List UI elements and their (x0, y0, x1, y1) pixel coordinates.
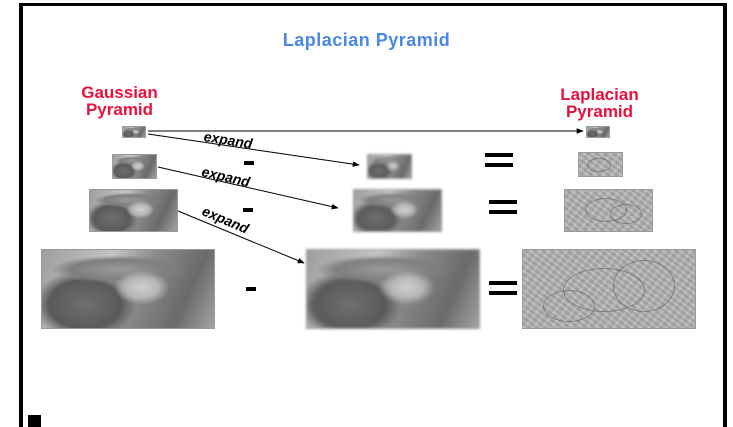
expanded-level-2-image (367, 154, 412, 179)
minus-sign-row-3 (246, 287, 256, 291)
gaussian-level-2-image (112, 154, 157, 179)
gaussian-heading-line-1: Gaussian (81, 83, 158, 102)
laplacian-level-3-image (586, 126, 610, 138)
gaussian-pyramid-heading: Gaussian Pyramid (62, 84, 177, 118)
equals-sign-row-1 (485, 153, 513, 167)
laplacian-heading-line-1: Laplacian (560, 85, 639, 104)
corner-mark (28, 415, 41, 427)
gaussian-level-0-image (41, 249, 215, 329)
gaussian-level-3-image (122, 126, 146, 138)
minus-sign-row-1 (244, 161, 254, 165)
expanded-level-0-image (306, 249, 480, 329)
laplacian-heading-line-2: Pyramid (565, 102, 634, 121)
equals-sign-row-3 (489, 281, 517, 295)
minus-sign-row-2 (243, 208, 253, 212)
laplacian-level-0-image (522, 249, 696, 329)
gaussian-heading-line-2: Pyramid (85, 100, 154, 119)
gaussian-level-1-image (89, 189, 178, 232)
laplacian-pyramid-heading: Laplacian Pyramid (542, 86, 657, 120)
slide-title: Laplacian Pyramid (282, 30, 451, 50)
laplacian-level-2-image (578, 152, 623, 177)
equals-sign-row-2 (489, 200, 517, 214)
expanded-level-1-image (353, 189, 442, 232)
laplacian-level-1-image (564, 189, 653, 232)
